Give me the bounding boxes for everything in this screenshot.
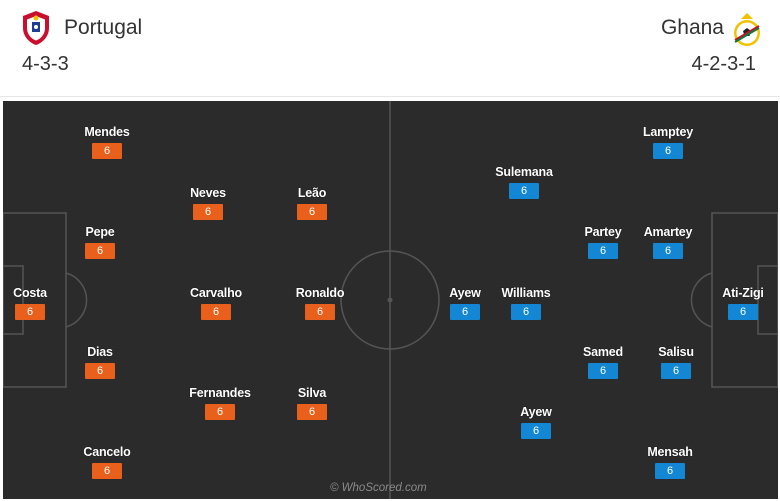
player-name: Neves <box>190 186 226 200</box>
player-rating-badge: 6 <box>297 404 327 420</box>
player-name: Sulemana <box>495 165 553 179</box>
home-player[interactable]: Silva 6 <box>267 386 357 420</box>
player-rating-badge: 6 <box>588 363 618 379</box>
away-player[interactable]: Amartey 6 <box>623 225 713 259</box>
player-rating-badge: 6 <box>728 304 758 320</box>
player-rating-badge: 6 <box>305 304 335 320</box>
home-player[interactable]: Costa 6 <box>0 286 75 320</box>
player-name: Partey <box>584 225 622 239</box>
player-rating-badge: 6 <box>521 423 551 439</box>
player-rating-badge: 6 <box>509 183 539 199</box>
player-name: Fernandes <box>189 386 251 400</box>
home-player[interactable]: Neves 6 <box>163 186 253 220</box>
player-name: Mensah <box>647 445 693 459</box>
pitch <box>3 101 778 499</box>
home-player[interactable]: Pepe 6 <box>55 225 145 259</box>
player-name: Costa <box>13 286 47 300</box>
player-name: Pepe <box>85 225 115 239</box>
pitch-markings <box>3 101 778 499</box>
player-name: Amartey <box>643 225 693 239</box>
away-player[interactable]: Lamptey 6 <box>623 125 713 159</box>
away-formation: 4-2-3-1 <box>691 53 756 75</box>
home-player[interactable]: Dias 6 <box>55 345 145 379</box>
player-name: Ati-Zigi <box>722 286 764 300</box>
player-name: Dias <box>87 345 113 359</box>
home-player[interactable]: Carvalho 6 <box>171 286 261 320</box>
player-rating-badge: 6 <box>588 243 618 259</box>
player-name: Carvalho <box>190 286 242 300</box>
player-name: Leão <box>297 186 327 200</box>
home-team-name: Portugal <box>64 16 143 39</box>
player-name: Williams <box>501 286 551 300</box>
player-name: Mendes <box>84 125 130 139</box>
home-player[interactable]: Fernandes 6 <box>175 386 265 420</box>
player-rating-badge: 6 <box>15 304 45 320</box>
home-player[interactable]: Ronaldo 6 <box>275 286 365 320</box>
away-player[interactable]: Salisu 6 <box>631 345 721 379</box>
player-rating-badge: 6 <box>450 304 480 320</box>
away-player[interactable]: Williams 6 <box>481 286 571 320</box>
player-rating-badge: 6 <box>653 243 683 259</box>
player-name: Cancelo <box>83 445 131 459</box>
home-player[interactable]: Mendes 6 <box>62 125 152 159</box>
player-name: Samed <box>583 345 623 359</box>
away-player[interactable]: Partey 6 <box>558 225 648 259</box>
player-rating-badge: 6 <box>193 204 223 220</box>
away-player[interactable]: Ati-Zigi 6 <box>698 286 780 320</box>
player-name: Salisu <box>658 345 694 359</box>
away-player[interactable]: Sulemana 6 <box>479 165 569 199</box>
player-rating-badge: 6 <box>661 363 691 379</box>
away-player[interactable]: Samed 6 <box>558 345 648 379</box>
player-rating-badge: 6 <box>201 304 231 320</box>
player-rating-badge: 6 <box>653 143 683 159</box>
player-name: Lamptey <box>642 125 693 139</box>
home-player[interactable]: Cancelo 6 <box>62 445 152 479</box>
match-header: Portugal 4-3-3 Ghana 4-2-3-1 <box>0 0 780 97</box>
ghana-crest-icon <box>734 13 760 46</box>
away-team-name: Ghana <box>660 16 724 39</box>
player-rating-badge: 6 <box>92 463 122 479</box>
player-name: Ronaldo <box>295 286 345 300</box>
away-player[interactable]: Mensah 6 <box>625 445 715 479</box>
player-rating-badge: 6 <box>205 404 235 420</box>
player-name: Ayew <box>449 286 481 300</box>
player-name: Ayew <box>520 405 552 419</box>
portugal-crest-icon <box>23 11 49 45</box>
player-name: Silva <box>297 386 327 400</box>
player-rating-badge: 6 <box>85 363 115 379</box>
home-player[interactable]: Leão 6 <box>267 186 357 220</box>
player-rating-badge: 6 <box>297 204 327 220</box>
player-rating-badge: 6 <box>655 463 685 479</box>
away-player[interactable]: Ayew 6 <box>491 405 581 439</box>
away-player[interactable]: Ayew 6 <box>420 286 510 320</box>
watermark: © WhoScored.com <box>330 482 427 494</box>
player-rating-badge: 6 <box>85 243 115 259</box>
player-rating-badge: 6 <box>92 143 122 159</box>
home-formation: 4-3-3 <box>22 53 69 75</box>
player-rating-badge: 6 <box>511 304 541 320</box>
